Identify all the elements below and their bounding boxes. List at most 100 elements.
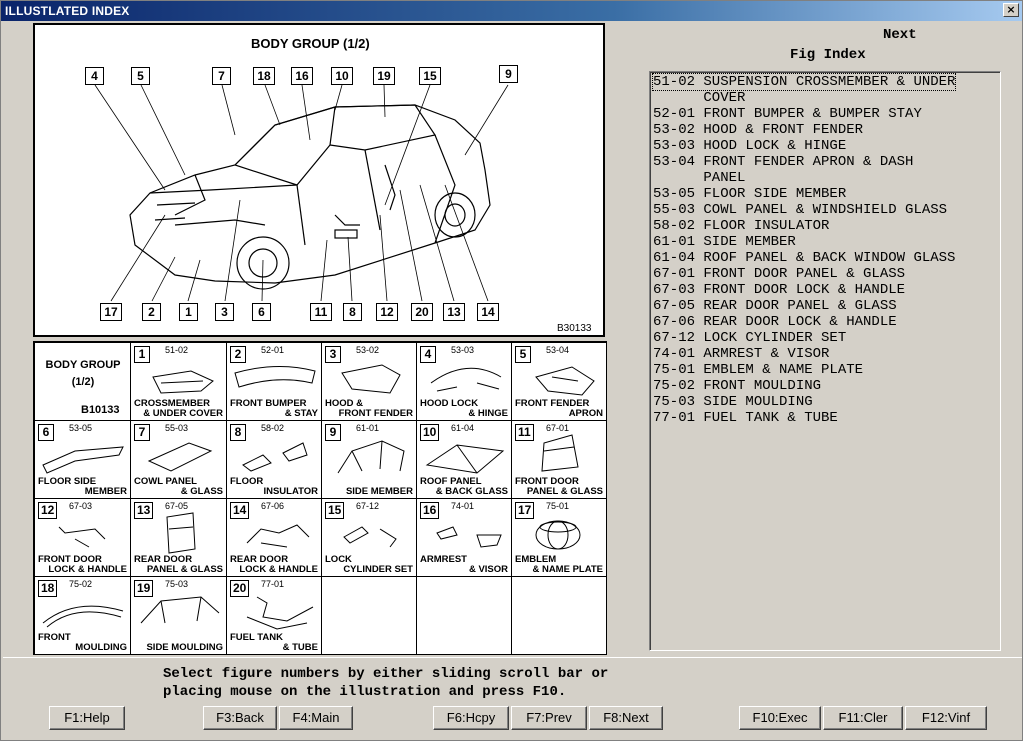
callout-17[interactable]: 17 [100, 303, 122, 321]
callout-19[interactable]: 19 [373, 67, 395, 85]
callout-14[interactable]: 14 [477, 303, 499, 321]
title-bar[interactable]: ILLUSTLATED INDEX × [1, 1, 1022, 21]
callout-16[interactable]: 16 [291, 67, 313, 85]
fig-index-item[interactable]: 67-05 REAR DOOR PANEL & GLASS [653, 298, 897, 314]
callout-9[interactable]: 9 [499, 65, 518, 83]
f3-back-button[interactable]: F3:Back [203, 706, 277, 730]
f12-vinf-button[interactable]: F12:Vinf [905, 706, 987, 730]
callout-13[interactable]: 13 [443, 303, 465, 321]
f8-next-button[interactable]: F8:Next [589, 706, 663, 730]
callout-11[interactable]: 11 [310, 303, 332, 321]
fig-index-item[interactable]: 53-05 FLOOR SIDE MEMBER [653, 186, 847, 202]
callout-3[interactable]: 3 [215, 303, 234, 321]
f6-hcpy-button[interactable]: F6:Hcpy [433, 706, 509, 730]
fig-index-item[interactable]: 61-01 SIDE MEMBER [653, 234, 796, 250]
cell-caption-2: & UNDER COVER [143, 408, 223, 419]
callout-1[interactable]: 1 [179, 303, 198, 321]
fig-index-item[interactable]: 67-01 FRONT DOOR PANEL & GLASS [653, 266, 906, 282]
part-sketch-icon [430, 367, 502, 392]
f7-prev-button[interactable]: F7:Prev [511, 706, 587, 730]
part-sketch-icon [152, 370, 214, 394]
fig-index-item[interactable]: 75-03 SIDE MOULDING [653, 394, 813, 410]
car-drawing: BODY GROUP (1/2) B30133 [94, 36, 592, 334]
fig-index-item[interactable]: 77-01 FUEL TANK & TUBE [653, 410, 838, 426]
cell-code: 75-02 [69, 579, 93, 589]
callout-18[interactable]: 18 [253, 67, 275, 85]
part-sketch-icon [436, 526, 502, 548]
callout-10[interactable]: 10 [331, 67, 353, 85]
fig-index-item[interactable]: 52-01 FRONT BUMPER & BUMPER STAY [653, 106, 922, 122]
fig-index-item[interactable]: PANEL [653, 170, 746, 186]
fig-index-item[interactable]: 53-02 HOOD & FRONT FENDER [653, 122, 864, 138]
f4-main-button[interactable]: F4:Main [279, 706, 353, 730]
fig-index-item[interactable]: 51-02 SUSPENSION CROSSMEMBER & UNDER [651, 73, 957, 91]
f1-help-button[interactable]: F1:Help [49, 706, 125, 730]
cell-caption-2: INSULATOR [263, 486, 318, 497]
part-sketch-icon [535, 366, 595, 396]
part-sketch-icon [246, 524, 310, 548]
fig-index-item[interactable]: 55-03 COWL PANEL & WINDSHIELD GLASS [653, 202, 948, 218]
cell-code: 61-04 [451, 423, 475, 433]
car-illustration[interactable]: BODY GROUP (1/2) B30133 [33, 23, 605, 337]
cell-code: 74-01 [451, 501, 475, 511]
part-sketch-icon [147, 442, 213, 472]
callout-12[interactable]: 12 [376, 303, 398, 321]
fig-index-item[interactable]: 53-04 FRONT FENDER APRON & DASH [653, 154, 914, 170]
callout-20[interactable]: 20 [411, 303, 433, 321]
fig-index-item[interactable]: 67-03 FRONT DOOR LOCK & HANDLE [653, 282, 906, 298]
cell-caption: FLOOR [230, 476, 264, 487]
callout-2[interactable]: 2 [142, 303, 161, 321]
part-sketch-icon [343, 526, 397, 548]
fig-index-item[interactable]: 75-02 FRONT MOULDING [653, 378, 822, 394]
close-icon[interactable]: × [1003, 3, 1019, 17]
illustration-title: BODY GROUP (1/2) [251, 36, 370, 51]
fig-index-item[interactable]: COVER [653, 90, 746, 106]
part-sketch-icon [337, 440, 405, 474]
callout-8[interactable]: 8 [343, 303, 362, 321]
cell-number: 5 [515, 346, 531, 363]
fig-index-item[interactable]: 74-01 ARMREST & VISOR [653, 346, 830, 362]
fig-index-item[interactable]: 53-03 HOOD LOCK & HINGE [653, 138, 847, 154]
cell-caption: REAR DOOR [230, 554, 289, 565]
fig-index-item[interactable]: 61-04 ROOF PANEL & BACK WINDOW GLASS [653, 250, 956, 266]
fig-index-item[interactable]: 58-02 FLOOR INSULATOR [653, 218, 830, 234]
fig-index-item[interactable]: 67-12 LOCK CYLINDER SET [653, 330, 847, 346]
f11-cler-button[interactable]: F11:Cler [823, 706, 903, 730]
callout-5[interactable]: 5 [131, 67, 150, 85]
cell-number: 15 [325, 502, 345, 519]
fig-index-item[interactable]: 67-06 REAR DOOR LOCK & HANDLE [653, 314, 897, 330]
callout-6[interactable]: 6 [252, 303, 271, 321]
callout-15[interactable]: 15 [419, 67, 441, 85]
cell-caption: FLOOR SIDE [38, 476, 97, 487]
cell-caption: HOOD LOCK [420, 398, 479, 409]
callout-4[interactable]: 4 [85, 67, 104, 85]
cell-number: 13 [134, 502, 154, 519]
cell-caption: REAR DOOR [134, 554, 193, 565]
f10-exec-button[interactable]: F10:Exec [739, 706, 821, 730]
fig-index-list[interactable]: 51-02 SUSPENSION CROSSMEMBER & UNDER COV… [649, 71, 1001, 651]
callout-7[interactable]: 7 [212, 67, 231, 85]
fig-index-item[interactable]: 75-01 EMBLEM & NAME PLATE [653, 362, 864, 378]
cell-number: 8 [230, 424, 246, 441]
